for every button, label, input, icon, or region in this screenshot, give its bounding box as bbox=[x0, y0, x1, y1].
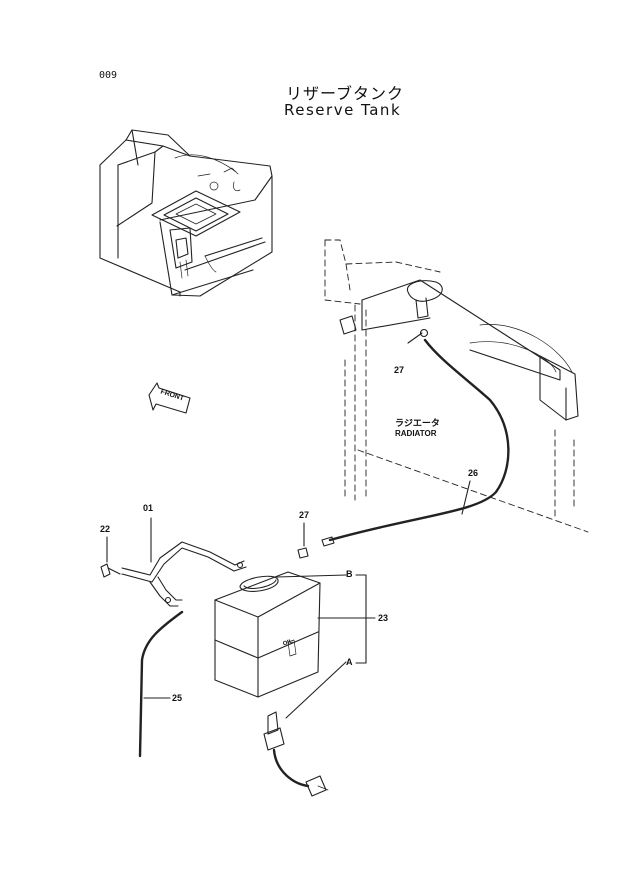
part-number-bracket: 01 bbox=[143, 503, 154, 513]
part-number-tank: 23 bbox=[378, 613, 389, 623]
bolt-drawing bbox=[100, 563, 121, 578]
clamp-lower-drawing bbox=[297, 547, 309, 559]
leader-lines bbox=[106, 332, 471, 719]
callout-letter-b: B bbox=[346, 569, 353, 579]
part-number-hose-radiator: 26 bbox=[468, 468, 479, 478]
front-arrow-icon bbox=[148, 382, 191, 414]
hose-radiator-line bbox=[328, 338, 510, 542]
part-number-clamp-upper: 27 bbox=[394, 365, 405, 375]
bracket-drawing bbox=[121, 541, 247, 607]
title-english: Reserve Tank bbox=[284, 101, 402, 119]
radiator-label-english: RADIATOR bbox=[395, 429, 437, 438]
sensor-harness-drawing bbox=[263, 711, 329, 797]
part-number-bolt: 22 bbox=[100, 524, 111, 534]
page-number: 009 bbox=[99, 70, 118, 81]
callout-letter-a: A bbox=[346, 657, 353, 667]
radiator-drawing bbox=[324, 239, 589, 533]
machine-body-drawing bbox=[99, 129, 273, 297]
title-japanese: リザーブタンク bbox=[286, 84, 405, 103]
radiator-label-japanese: ラジエータ bbox=[395, 418, 440, 428]
hose-drain-line bbox=[138, 610, 184, 758]
reserve-tank-drawing bbox=[214, 571, 321, 698]
part-number-clamp-lower: 27 bbox=[299, 510, 310, 520]
part-number-hose-drain: 25 bbox=[172, 693, 183, 703]
